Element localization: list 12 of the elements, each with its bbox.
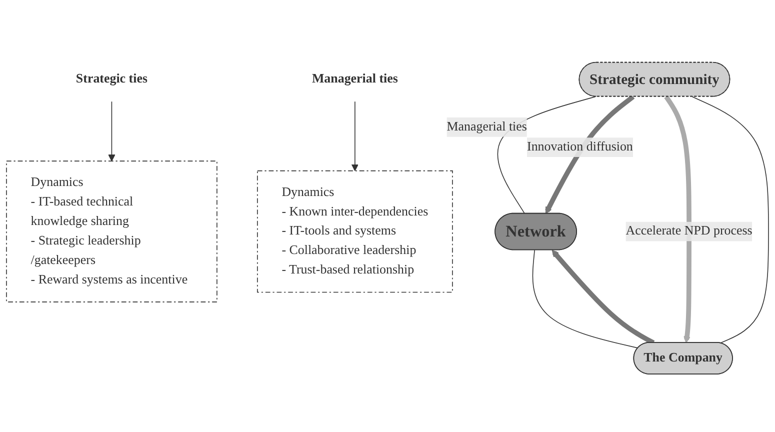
arrow <box>351 101 358 172</box>
node-text: Strategic ties <box>76 72 148 86</box>
edge-label: Accelerate NPD process <box>626 224 752 238</box>
node-text: Managerial ties <box>312 72 398 86</box>
edge-label: Managerial ties <box>446 120 527 134</box>
connector <box>532 250 638 349</box>
arrow <box>664 96 692 344</box>
connector <box>692 96 769 344</box>
arrow <box>108 101 116 162</box>
node-box: Dynamics - IT-based technical knowledge sharing - Strategic leadership /gatekeepers - Reward systems as incentive <box>6 160 218 303</box>
node-box: Dynamics - Known inter-dependencies - IT-tools and systems - Collaborative leadership - Trust-based relationship <box>257 170 453 293</box>
edge-label: Innovation diffusion <box>527 140 633 154</box>
